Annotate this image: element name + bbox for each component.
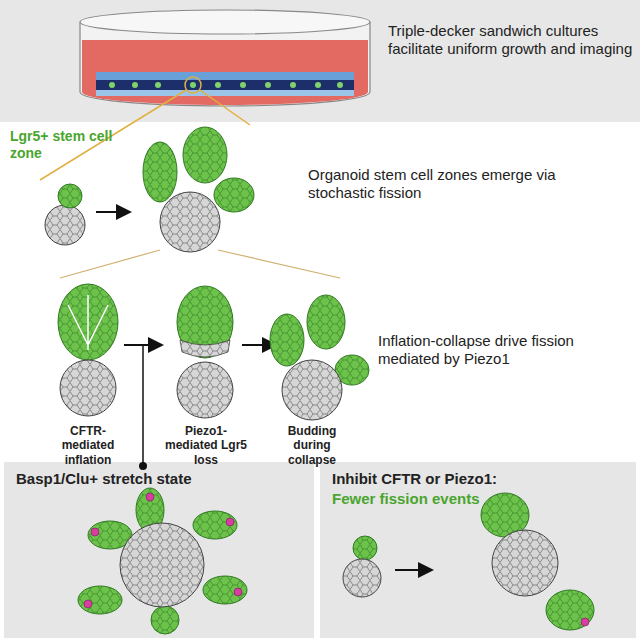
- stretch-state-panel: Basp1/Clu+ stretch state: [4, 462, 314, 638]
- stage-label: CFTR-mediated inflation: [48, 424, 128, 467]
- panel-note: Fewer fission events: [332, 490, 627, 508]
- stage-label: Budding during collapse: [272, 424, 352, 467]
- step-caption: Inflation-collapse drive fission mediate…: [378, 332, 633, 368]
- zone-label: Lgr5+ stem cell zone: [10, 128, 130, 162]
- panel-heading: Basp1/Clu+ stretch state: [16, 470, 306, 488]
- panel-heading: Triple-decker sandwich cultures facilita…: [388, 22, 633, 58]
- inhibition-panel: Inhibit CFTR or Piezo1: Fewer fission eve…: [320, 462, 636, 638]
- step-caption: Organoid stem cell zones emerge via stoc…: [308, 166, 598, 202]
- culture-panel: Triple-decker sandwich cultures facilita…: [0, 0, 640, 122]
- stage-label: Piezo1-mediated Lgr5 loss: [160, 424, 252, 467]
- panel-heading: Inhibit CFTR or Piezo1:: [332, 470, 627, 488]
